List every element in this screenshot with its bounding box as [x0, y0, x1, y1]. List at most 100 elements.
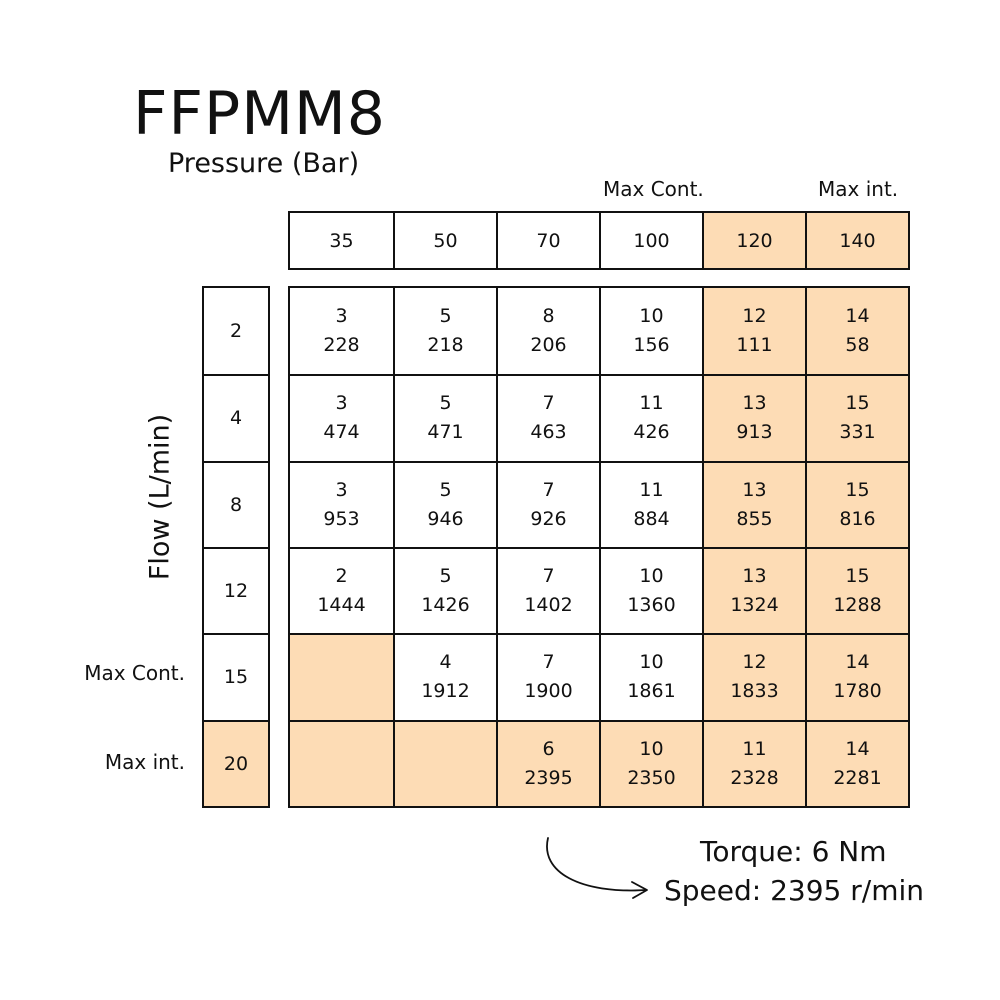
grid-cell — [290, 719, 393, 806]
flow-header-cell: 2 — [229, 320, 243, 343]
cell-torque: 13 — [742, 392, 767, 415]
cell-torque: 11 — [639, 392, 664, 415]
cell-torque: 7 — [542, 651, 555, 674]
grid-cell: 7 1900 — [496, 633, 599, 720]
pressure-header-cell: 35 — [329, 229, 354, 252]
pressure-header-cell: 120 — [702, 213, 805, 268]
example-speed: Speed: 2395 r/min — [664, 874, 925, 907]
cell-torque: 4 — [439, 651, 452, 674]
curved-arrow-icon — [546, 837, 648, 899]
cell-torque: 14 — [845, 737, 870, 760]
cell-torque: 5 — [439, 565, 452, 588]
pressure-header-cell: 140 — [805, 213, 908, 268]
row-note-max-cont: Max Cont. — [84, 661, 185, 685]
cell-torque: 5 — [439, 305, 452, 328]
cell-speed: 926 — [530, 507, 567, 530]
cell-speed: 58 — [845, 334, 870, 357]
cell-torque: 14 — [845, 651, 870, 674]
pressure-axis-label: Pressure (Bar) — [168, 148, 360, 179]
column-note-max-int: Max int. — [818, 177, 899, 201]
cell-speed: 1861 — [627, 680, 676, 703]
cell-speed: 2350 — [627, 766, 676, 789]
cell-torque: 3 — [335, 392, 348, 415]
grid-cell — [290, 633, 393, 720]
grid-cell: 11 2328 — [702, 719, 805, 806]
cell-speed: 2328 — [730, 766, 779, 789]
cell-speed: 884 — [633, 507, 670, 530]
cell-torque: 10 — [639, 651, 664, 674]
cell-torque: 12 — [742, 651, 767, 674]
pressure-header-cell: 50 — [393, 213, 496, 268]
cell-torque: 10 — [639, 565, 664, 588]
cell-torque: 11 — [639, 478, 664, 501]
cell-speed: 946 — [427, 507, 464, 530]
grid-cell: 10 2350 — [599, 719, 702, 806]
cell-speed: 1912 — [421, 680, 470, 703]
flow-header-cell: 15 — [204, 633, 268, 719]
cell-speed: 426 — [633, 421, 670, 444]
cell-torque: 14 — [845, 305, 870, 328]
flow-header-cell: 20 — [204, 719, 268, 806]
cell-torque: 12 — [742, 305, 767, 328]
grid-cell — [393, 719, 496, 806]
cell-speed: 111 — [736, 334, 773, 357]
pressure-header-cell: 70 — [496, 213, 599, 268]
grid-cell: 14 2281 — [805, 719, 908, 806]
cell-torque: 11 — [742, 737, 767, 760]
cell-torque: 6 — [542, 737, 555, 760]
cell-speed: 331 — [839, 421, 876, 444]
pressure-header-cell: 100 — [599, 213, 702, 268]
cell-speed: 1426 — [421, 594, 470, 617]
cell-speed: 1324 — [730, 594, 779, 617]
cell-torque: 10 — [639, 737, 664, 760]
cell-speed: 156 — [633, 334, 670, 357]
cell-speed: 855 — [736, 507, 773, 530]
cell-speed: 2281 — [833, 766, 882, 789]
cell-speed: 1444 — [317, 594, 366, 617]
grid-cell: 5 1426 — [393, 547, 496, 634]
cell-torque: 13 — [742, 478, 767, 501]
cell-speed: 471 — [427, 421, 464, 444]
cell-torque: 15 — [845, 392, 870, 415]
cell-speed: 463 — [530, 421, 567, 444]
cell-speed: 474 — [323, 421, 360, 444]
cell-speed: 1360 — [627, 594, 676, 617]
cell-speed: 1900 — [524, 680, 573, 703]
cell-speed: 953 — [323, 507, 360, 530]
cell-torque: 7 — [542, 565, 555, 588]
cell-torque: 5 — [439, 392, 452, 415]
flow-header-cell: 4 — [204, 374, 268, 460]
flow-axis-label: Flow (L/min) — [144, 413, 176, 581]
cell-torque: 7 — [542, 478, 555, 501]
cell-speed: 913 — [736, 421, 773, 444]
cell-speed: 816 — [839, 507, 876, 530]
cell-torque: 7 — [542, 392, 555, 415]
cell-speed: 206 — [530, 334, 567, 357]
